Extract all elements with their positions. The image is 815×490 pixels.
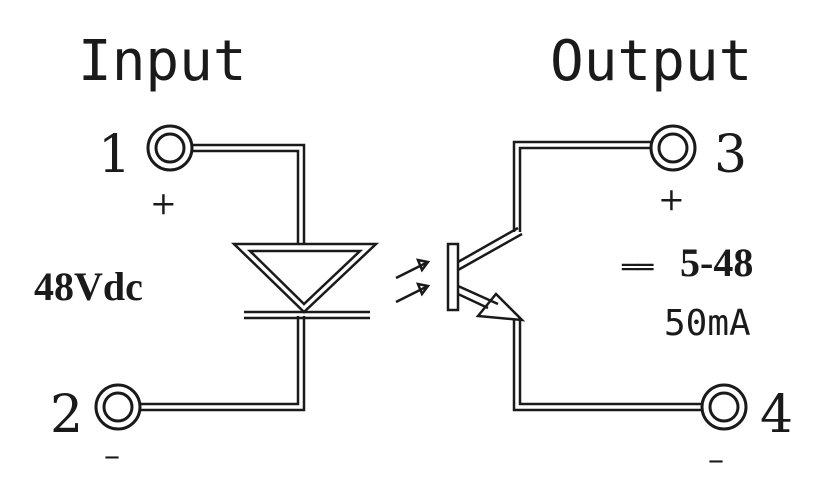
led-symbol [230,242,380,320]
pin-3-label: 3 [714,125,747,185]
output-plus-sign: + [658,180,685,218]
output-wiring [512,140,702,412]
terminal-4 [700,383,748,431]
output-voltage-label: 5-48 [680,240,753,285]
input-plus-sign: + [150,184,177,222]
terminal-3 [649,124,697,172]
pin-4-label: 4 [760,385,793,445]
output-title: Output [550,29,752,94]
output-minus-sign: – [708,440,724,478]
terminal-1 [146,124,194,172]
input-minus-sign: – [104,436,120,474]
pin-2-label: 2 [50,385,83,445]
input-wiring [140,143,306,412]
pin-1-label: 1 [98,125,131,185]
input-voltage-label: 48Vdc [34,264,143,309]
phototransistor-symbol [446,226,526,322]
dc-symbol: ══ [621,253,654,283]
light-arrows-icon [395,258,431,304]
terminal-2 [94,383,142,431]
output-current-label: 50mA [664,303,751,344]
input-title: Input [78,29,247,94]
